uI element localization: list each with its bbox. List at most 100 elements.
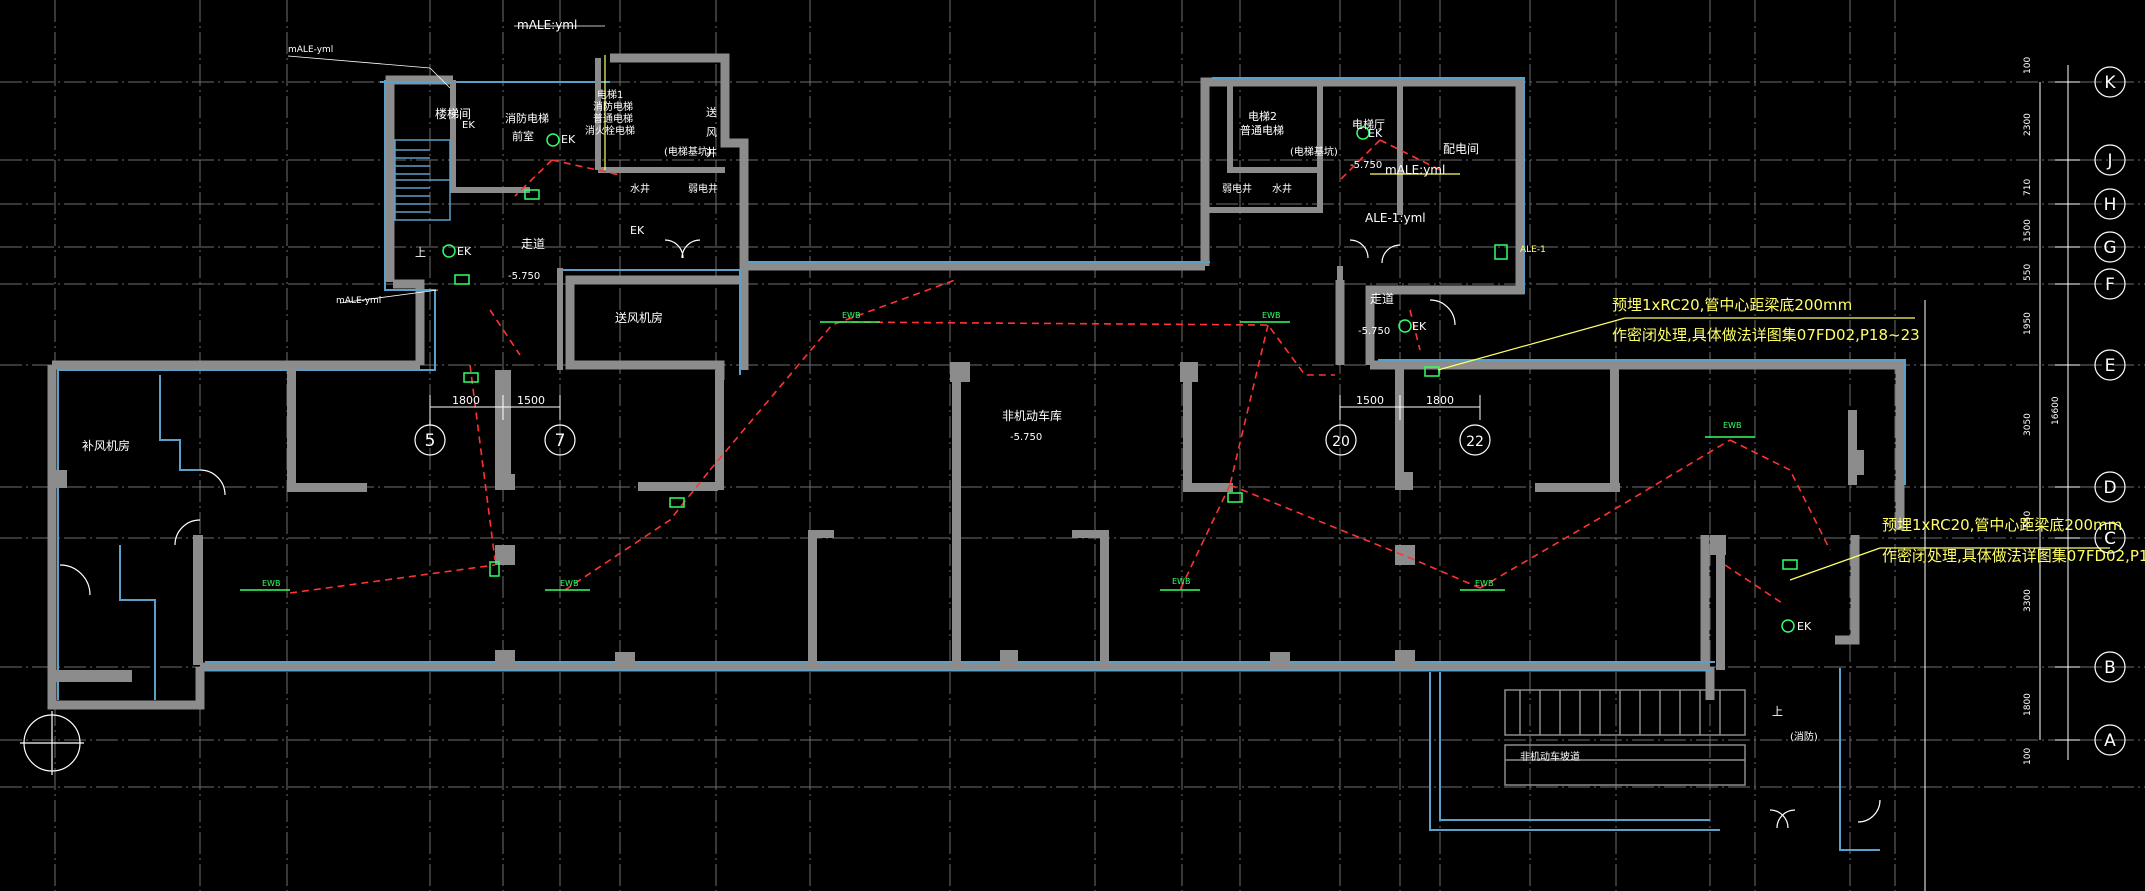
vdim-1950: 1950 [2023,312,2033,335]
ek-fixture-1 [546,133,560,147]
right-core-wall [1200,77,1525,365]
vdim-100-top: 100 [2023,57,2033,74]
up-mark-right: 上 [1772,705,1783,718]
supply-shaft-1: 送 [706,105,717,119]
pipe-note-1b: 作密闭处理,具体做法详图集07FD02,P18~23 [1612,326,1920,344]
vertical-dimension-text: 100 2300 710 1500 550 1950 3050 16600 55… [2023,57,2061,765]
vdim-550: 550 [2023,264,2033,281]
dim-1500-right: 1500 [1356,394,1384,407]
ewb-tag-6: EWB [1475,579,1493,588]
core-outlines [450,58,1403,370]
vdim-100-bot: 100 [2023,748,2033,765]
elevator-pit-note: (电梯基坑) [664,145,712,158]
mal-right-tag: mALE:yml [1385,163,1445,177]
supply-shaft-2: 风 [706,126,717,139]
left-core-wall [385,75,453,282]
axis-bubble-A [2094,724,2126,756]
ek-fixture-3 [1356,126,1370,140]
shaft-label-2: 消防电梯 [593,100,633,113]
level-right: -5.750 [1350,160,1382,171]
room-stair: 楼梯间 [435,106,471,121]
axis-bubble-C [2094,522,2126,554]
vdim-total: 16600 [2051,396,2061,425]
ewb-tag-5: EWB [1172,577,1190,586]
ewb-tag-1: EWB [842,311,860,320]
pipe-note-2b: 作密闭处理,具体做法详图集07FD02,P18~23 [1882,547,2145,565]
axis-label-22: 22 [1466,434,1484,450]
axis-label-C: C [2104,529,2116,549]
axis-labels: 5 7 20 22 K J H G F E D C B A [425,73,2117,751]
supply-shaft-3: 井 [706,145,717,159]
water-well-right: 水井 [1272,182,1292,195]
ewb-tag-4: EWB [1262,311,1280,320]
vdim-550-b: 550 [2023,511,2033,528]
ale-right-tag: ALE-1:yml [1365,211,1426,225]
fixture-tags: EWB EWB EWB EWB EWB EWB EWB ALE-1 [262,245,1741,588]
axis-label-H: H [2104,195,2117,215]
level-left: -5.750 [508,271,540,282]
ek-text-well: EK [630,224,645,237]
exit-note: (消防) [1790,730,1818,743]
axis-bubble-E [2094,349,2126,381]
ek-text-lobby: EK [561,133,576,146]
left-shaft-wall [610,53,749,370]
axis-bubble-K [2094,66,2126,98]
weak-well-right: 弱电井 [1222,182,1252,195]
bike-ramp: 非机动车坡道 [1520,750,1580,763]
thin-leaders [287,25,605,304]
axis-label-J: J [2106,151,2112,171]
main-outer-wall [1370,360,1905,480]
axis-label-7: 7 [555,431,566,451]
dimension-lines [429,65,2080,891]
fixtures [240,126,1798,633]
wall-edges [57,77,1906,851]
room-fire-elevator: 消防电梯 [505,111,549,125]
shaft-label-3: 普通电梯 [593,112,633,125]
axis-bubble-7 [544,424,576,456]
bike-garage: 非机动车库 [1002,408,1062,423]
axis-label-E: E [2105,356,2116,376]
axis-label-B: B [2104,658,2116,678]
axis-bubble-20 [1325,424,1357,456]
ek-text-corridor: EK [457,245,472,258]
weak-well-left: 弱电井 [688,182,718,195]
dim-1800-left: 1800 [452,394,480,407]
vdim-3050: 3050 [2023,413,2033,436]
axis-label-20: 20 [1332,434,1350,450]
axis-label-F: F [2105,275,2115,295]
room-fire-elevator-lobby: 前室 [512,129,534,143]
mal-top-tag: mALE:yml [517,18,577,32]
elevator2-type: 普通电梯 [1240,123,1284,137]
ewb-tag-2: EWB [262,579,280,588]
room-labels: 楼梯间 EK 消防电梯 前室 EK 电梯1 消防电梯 普通电梯 消火栓电梯 送 … [82,88,1818,763]
bike-ramp-stairs [1504,689,1746,786]
left-stair [394,139,451,221]
equipment-tags: mALE:yml mALE-yml mALE-yml mALE:yml ALE-… [288,18,1445,306]
ewb-tag-7: EWB [1723,421,1741,430]
pipe-note-1a: 预埋1xRC20,管中心距梁底200mm [1612,296,1852,314]
axis-bubble-J [2094,144,2126,176]
dimension-text: 1800 1500 1500 1800 [452,394,1454,407]
ek-text-stair: EK [462,120,475,131]
shaft-label-4: 消火栓电梯 [585,124,635,137]
mal-left-top-tag: mALE-yml [288,45,333,55]
level-garage: -5.750 [1010,432,1042,443]
water-well-left: 水井 [630,182,650,195]
vdim-1800: 1800 [2023,693,2033,716]
vdim-2300: 2300 [2023,113,2033,136]
corridor-left: 走道 [521,237,545,251]
axis-bubbles [20,66,2126,775]
doors [59,239,1881,829]
ek-fixture-4 [1398,319,1412,333]
supply-fan-room: 送风机房 [615,310,663,325]
axis-bubble-F [2094,268,2126,300]
axis-bubble-B [2094,651,2126,683]
partitions [52,362,1864,682]
pipe-note-2a: 预埋1xRC20,管中心距梁底200mm [1882,516,2122,534]
ale-small-tag: ALE-1 [1520,245,1546,255]
dim-1500-left: 1500 [517,394,545,407]
power-room: 配电间 [1443,142,1479,156]
ek-fixture-2 [442,244,456,258]
